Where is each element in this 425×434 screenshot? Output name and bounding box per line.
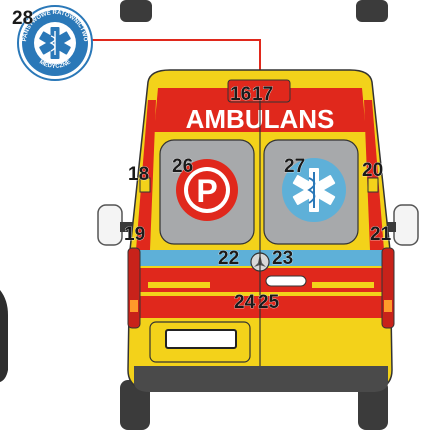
callout-28: 28 xyxy=(12,8,33,29)
callout-23: 23 xyxy=(272,248,293,269)
red-band-upper xyxy=(134,268,388,292)
callout-20: 20 xyxy=(362,160,383,181)
callout-16: 16 xyxy=(230,84,251,105)
adjacent-view-fragment xyxy=(0,290,8,382)
callout-27: 27 xyxy=(284,156,305,177)
callout-17: 17 xyxy=(252,84,273,105)
rear-bumper xyxy=(134,366,388,392)
callout-25: 25 xyxy=(258,292,280,313)
parking-sign-letter: P xyxy=(196,173,217,209)
license-plate xyxy=(166,330,236,348)
yellow-divider-left xyxy=(148,282,210,288)
callout-18: 18 xyxy=(128,164,149,185)
tail-light-left xyxy=(128,248,140,328)
callout-22: 22 xyxy=(218,248,239,269)
yellow-divider-right xyxy=(312,282,374,288)
callout-24: 24 xyxy=(234,292,256,313)
tire-top-right xyxy=(356,0,388,22)
leader-line xyxy=(80,40,260,72)
callout-26: 26 xyxy=(172,156,193,177)
door-handle xyxy=(266,276,306,286)
callout-21: 21 xyxy=(370,224,392,245)
tail-light-right xyxy=(382,248,394,328)
tire-top-left xyxy=(120,0,152,22)
callout-19: 19 xyxy=(124,224,145,245)
